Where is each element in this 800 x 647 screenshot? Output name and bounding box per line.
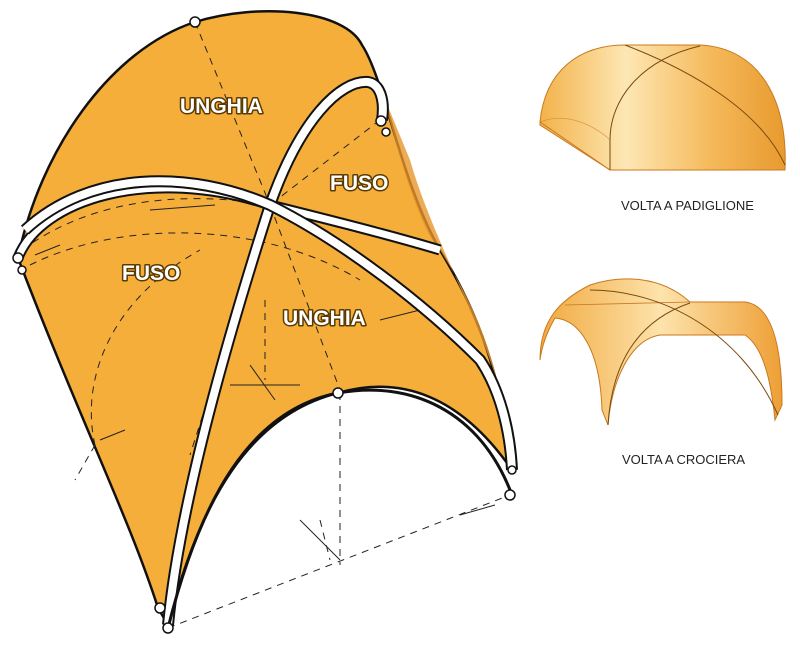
label-fuso-right: FUSO (330, 172, 388, 195)
label-unghia-front: UNGHIA (283, 307, 366, 330)
caption-volta-padiglione: VOLTA A PADIGLIONE (621, 198, 754, 213)
label-fuso-left: FUSO (122, 262, 180, 285)
crociera-illustration (539, 278, 783, 426)
padiglione-body (539, 44, 786, 171)
vault-side-strip (382, 92, 497, 380)
tick-marks (34, 204, 496, 561)
crociera-body (539, 278, 783, 426)
node-markers (12, 16, 517, 634)
main-vault: UNGHIA FUSO FUSO UNGHIA (12, 9, 518, 634)
label-unghia-top: UNGHIA (180, 95, 263, 118)
padiglione-illustration (539, 44, 786, 171)
caption-volta-crociera: VOLTA A CROCIERA (622, 452, 746, 467)
front-arch (166, 388, 514, 629)
